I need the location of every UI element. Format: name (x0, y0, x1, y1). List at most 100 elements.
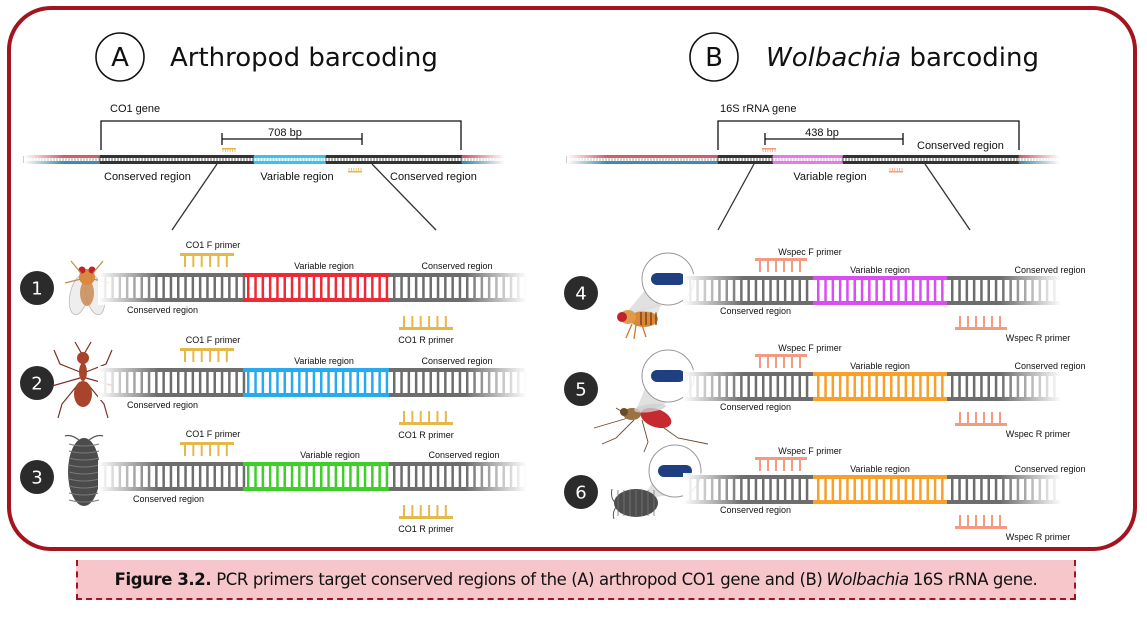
panel-b-row-4-fade-left (683, 274, 743, 308)
panel-a-overview-conserved-left-bottom (100, 161, 254, 164)
row-6-conserved-left-label: Conserved region (720, 505, 791, 515)
panel-b-title-rest: barcoding (901, 43, 1039, 73)
fruit-fly-side-icon (617, 303, 662, 340)
row-1-f-primer (180, 253, 234, 267)
pill-bug-side-icon (611, 488, 658, 520)
row-1-badge-number: 1 (31, 279, 42, 300)
caption-label: Figure 3.2. (114, 569, 212, 589)
row-4-r-primer (955, 316, 1007, 330)
row-5-r-primer (955, 412, 1007, 426)
row-5-conserved-right-label: Conserved region (1014, 361, 1085, 371)
row-3-conserved-right-label: Conserved region (428, 450, 499, 460)
caption-italic: Wolbachia (826, 569, 909, 589)
panel-a-overview-strand (23, 148, 505, 173)
panel-b-overview-variable: Variable region (793, 171, 866, 183)
panel-a-overview-r-primer (348, 168, 362, 173)
panel-a-zoom-line-left (171, 163, 218, 231)
row-2-badge-number: 2 (31, 374, 42, 395)
panel-a-overview-conserved-left-top (100, 155, 254, 158)
row-3-variable-label: Variable region (300, 450, 360, 460)
panel-a-gene-bracket (100, 120, 462, 150)
panel-b-row-6-fade-left (683, 473, 743, 507)
panel-b-row-5-dna-strand (683, 370, 1062, 404)
panel-a-overview-fade-left (24, 153, 64, 166)
panel-b-overview-variable-top (773, 155, 843, 158)
row-6-f-primer (755, 457, 807, 471)
panel-a-letter-circle (95, 32, 145, 82)
row-4-conserved-right-label: Conserved region (1014, 265, 1085, 275)
panel-b-row-4-segment-variable (813, 276, 947, 305)
row-5-r-primer-label: Wspec R primer (1006, 429, 1071, 439)
panel-a-overview-conserved-right-bottom (326, 161, 462, 164)
panel-b-overview-r-primer (889, 168, 903, 173)
panel-b-row-6-dna-strand (683, 473, 1062, 507)
panel-b-row-6-segment-variable (813, 475, 947, 504)
panel-b-amplicon-bracket (764, 133, 904, 145)
panel-b-overview-conserved-right: Conserved region (917, 140, 1004, 152)
row-4-f-primer-label: Wspec F primer (778, 247, 842, 257)
panel-b-overview-conserved-left-bottom (718, 161, 773, 164)
row-1-r-primer-label: CO1 R primer (398, 335, 454, 345)
panel-a-amplicon-label: 708 bp (268, 127, 302, 139)
panel-b-zoom-line-right (924, 163, 971, 231)
row-1-conserved-left-label: Conserved region (127, 305, 198, 315)
barcoding-diagram: A Arthropod barcoding B Wolbachia barcod… (20, 32, 1086, 542)
panel-b-row-4-fade-right (1000, 274, 1062, 308)
row-5-wolbachia-bacterium-icon (651, 370, 685, 382)
panel-b-row-5-segment-variable (813, 372, 947, 401)
mosquito-icon (593, 403, 709, 453)
caption-text-before: PCR primers target conserved regions of … (216, 569, 823, 589)
pill-bug-icon (64, 434, 104, 506)
panel-b-overview-f-primer (762, 148, 776, 152)
panel-b-row-5-fade-right (1000, 370, 1062, 404)
panel-a-row-3-dna-strand (98, 460, 527, 494)
panel-a-amplicon-bracket (221, 133, 363, 145)
panel-b-overview-fade-left (567, 153, 607, 166)
panel-a-row-1-dna-strand (98, 271, 527, 305)
caption-text-after: 16S rRNA gene. (912, 569, 1038, 589)
panel-b-row-6-fade-right (1000, 473, 1062, 507)
row-5-conserved-left-label: Conserved region (720, 402, 791, 412)
row-4-conserved-left-label: Conserved region (720, 306, 791, 316)
panel-a-zoom-line-right (371, 163, 437, 231)
row-3-f-primer-label: CO1 F primer (186, 429, 241, 439)
panel-b-header: B Wolbachia barcoding (689, 32, 1039, 82)
row-2-f-primer (180, 348, 234, 362)
panel-a-row-3-fade-left (98, 460, 158, 494)
panel-b-row-4-dna-strand (683, 274, 1062, 308)
panel-b-letter-circle (689, 32, 739, 82)
row-6-f-primer-label: Wspec F primer (778, 446, 842, 456)
panel-a-row-2-fade-left (98, 366, 158, 400)
panel-a-header: A Arthropod barcoding (95, 32, 438, 82)
row-6-conserved-right-label: Conserved region (1014, 464, 1085, 474)
panel-b-gene-bracket (717, 120, 1020, 150)
row-4-badge-number: 4 (575, 284, 586, 305)
row-6-r-primer (955, 515, 1007, 529)
panel-b-gene-label: 16S rRNA gene (720, 103, 796, 115)
panel-b-overview: 16S rRNA gene 438 bp Conserved region Va… (566, 103, 1060, 231)
panel-a-row-1-fade-left (98, 271, 158, 305)
row-5-f-primer-label: Wspec F primer (778, 343, 842, 353)
row-1-f-primer-label: CO1 F primer (186, 240, 241, 250)
panel-a-row-3-segment-variable (243, 462, 389, 491)
panel-b-zoom-line-left (717, 163, 755, 231)
row-6-badge-number: 6 (575, 483, 586, 504)
row-2-f-primer-label: CO1 F primer (186, 335, 241, 345)
panel-b-row-5-fade-left (683, 370, 743, 404)
panel-b-title-italic: Wolbachia (766, 43, 901, 73)
row-3-badge-number: 3 (31, 468, 42, 489)
row-3-r-primer-label: CO1 R primer (398, 524, 454, 534)
row-4-variable-label: Variable region (850, 265, 910, 275)
panel-b-overview-fade-right (1020, 153, 1060, 166)
panel-a-row-2-fade-right (465, 366, 527, 400)
panel-a-overview-conserved-right-top (326, 155, 462, 158)
row-4-r-primer-label: Wspec R primer (1006, 333, 1071, 343)
row-2-variable-label: Variable region (294, 356, 354, 366)
panel-b-overview-conserved-left-top (718, 155, 773, 158)
panel-a-overview-variable: Variable region (260, 171, 333, 183)
panel-a-overview-f-primer (222, 148, 236, 152)
